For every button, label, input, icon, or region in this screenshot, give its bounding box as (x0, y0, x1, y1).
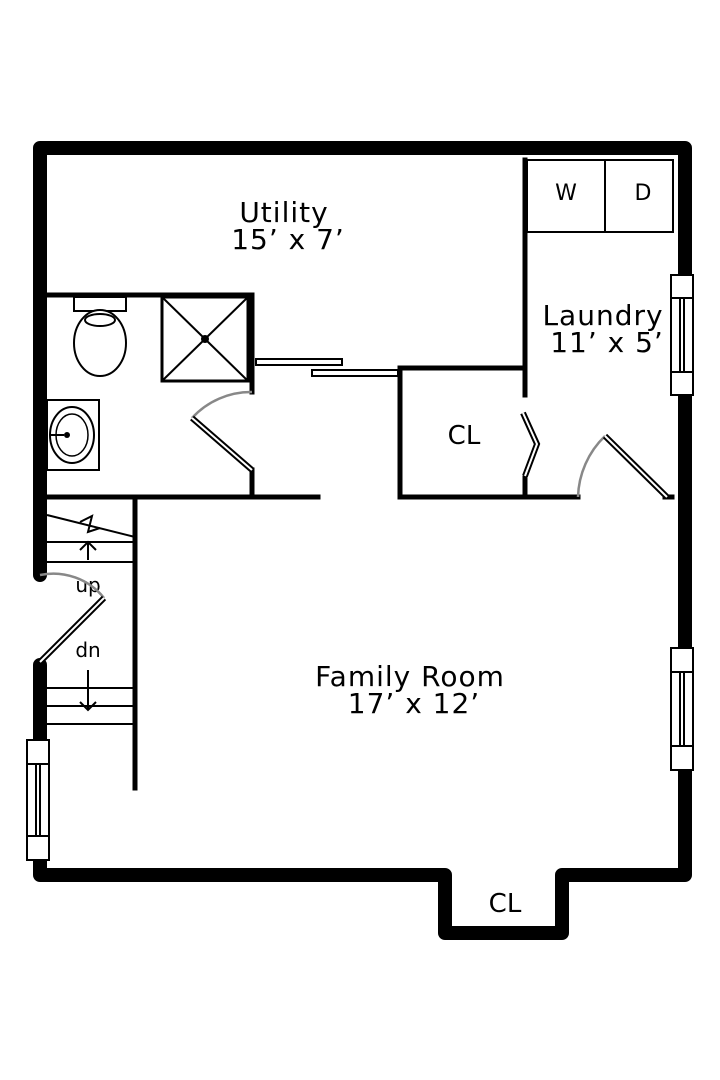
laundry-name: Laundry (542, 299, 663, 332)
stair-down-label: dn (75, 638, 100, 662)
window-right-upper (670, 274, 694, 396)
window-left-lower (26, 739, 50, 861)
washer-dryer-cabinet (526, 159, 674, 233)
family-room-name: Family Room (315, 660, 505, 693)
stairs (46, 514, 136, 725)
utility-name: Utility (239, 196, 328, 229)
closet-mid-label: CL (448, 421, 481, 451)
toilet (73, 296, 127, 377)
family-room-size: 17’ x 12’ (348, 687, 480, 720)
sliding-door (255, 358, 399, 377)
interior-walls (44, 157, 675, 791)
side-entry-door (37, 572, 107, 665)
washer-label: W (555, 181, 577, 206)
laundry-door (576, 433, 670, 500)
exterior-walls (33, 141, 692, 940)
window-right-lower (670, 647, 694, 771)
laundry-size: 11’ x 5’ (550, 326, 664, 359)
utility-size: 15’ x 7’ (231, 223, 345, 256)
sink (46, 399, 100, 471)
closet-bifold-door (520, 411, 541, 478)
shower (160, 295, 250, 383)
dryer-label: D (635, 181, 652, 206)
closet-bottom-label: CL (489, 889, 522, 919)
bathroom-door (190, 390, 254, 473)
